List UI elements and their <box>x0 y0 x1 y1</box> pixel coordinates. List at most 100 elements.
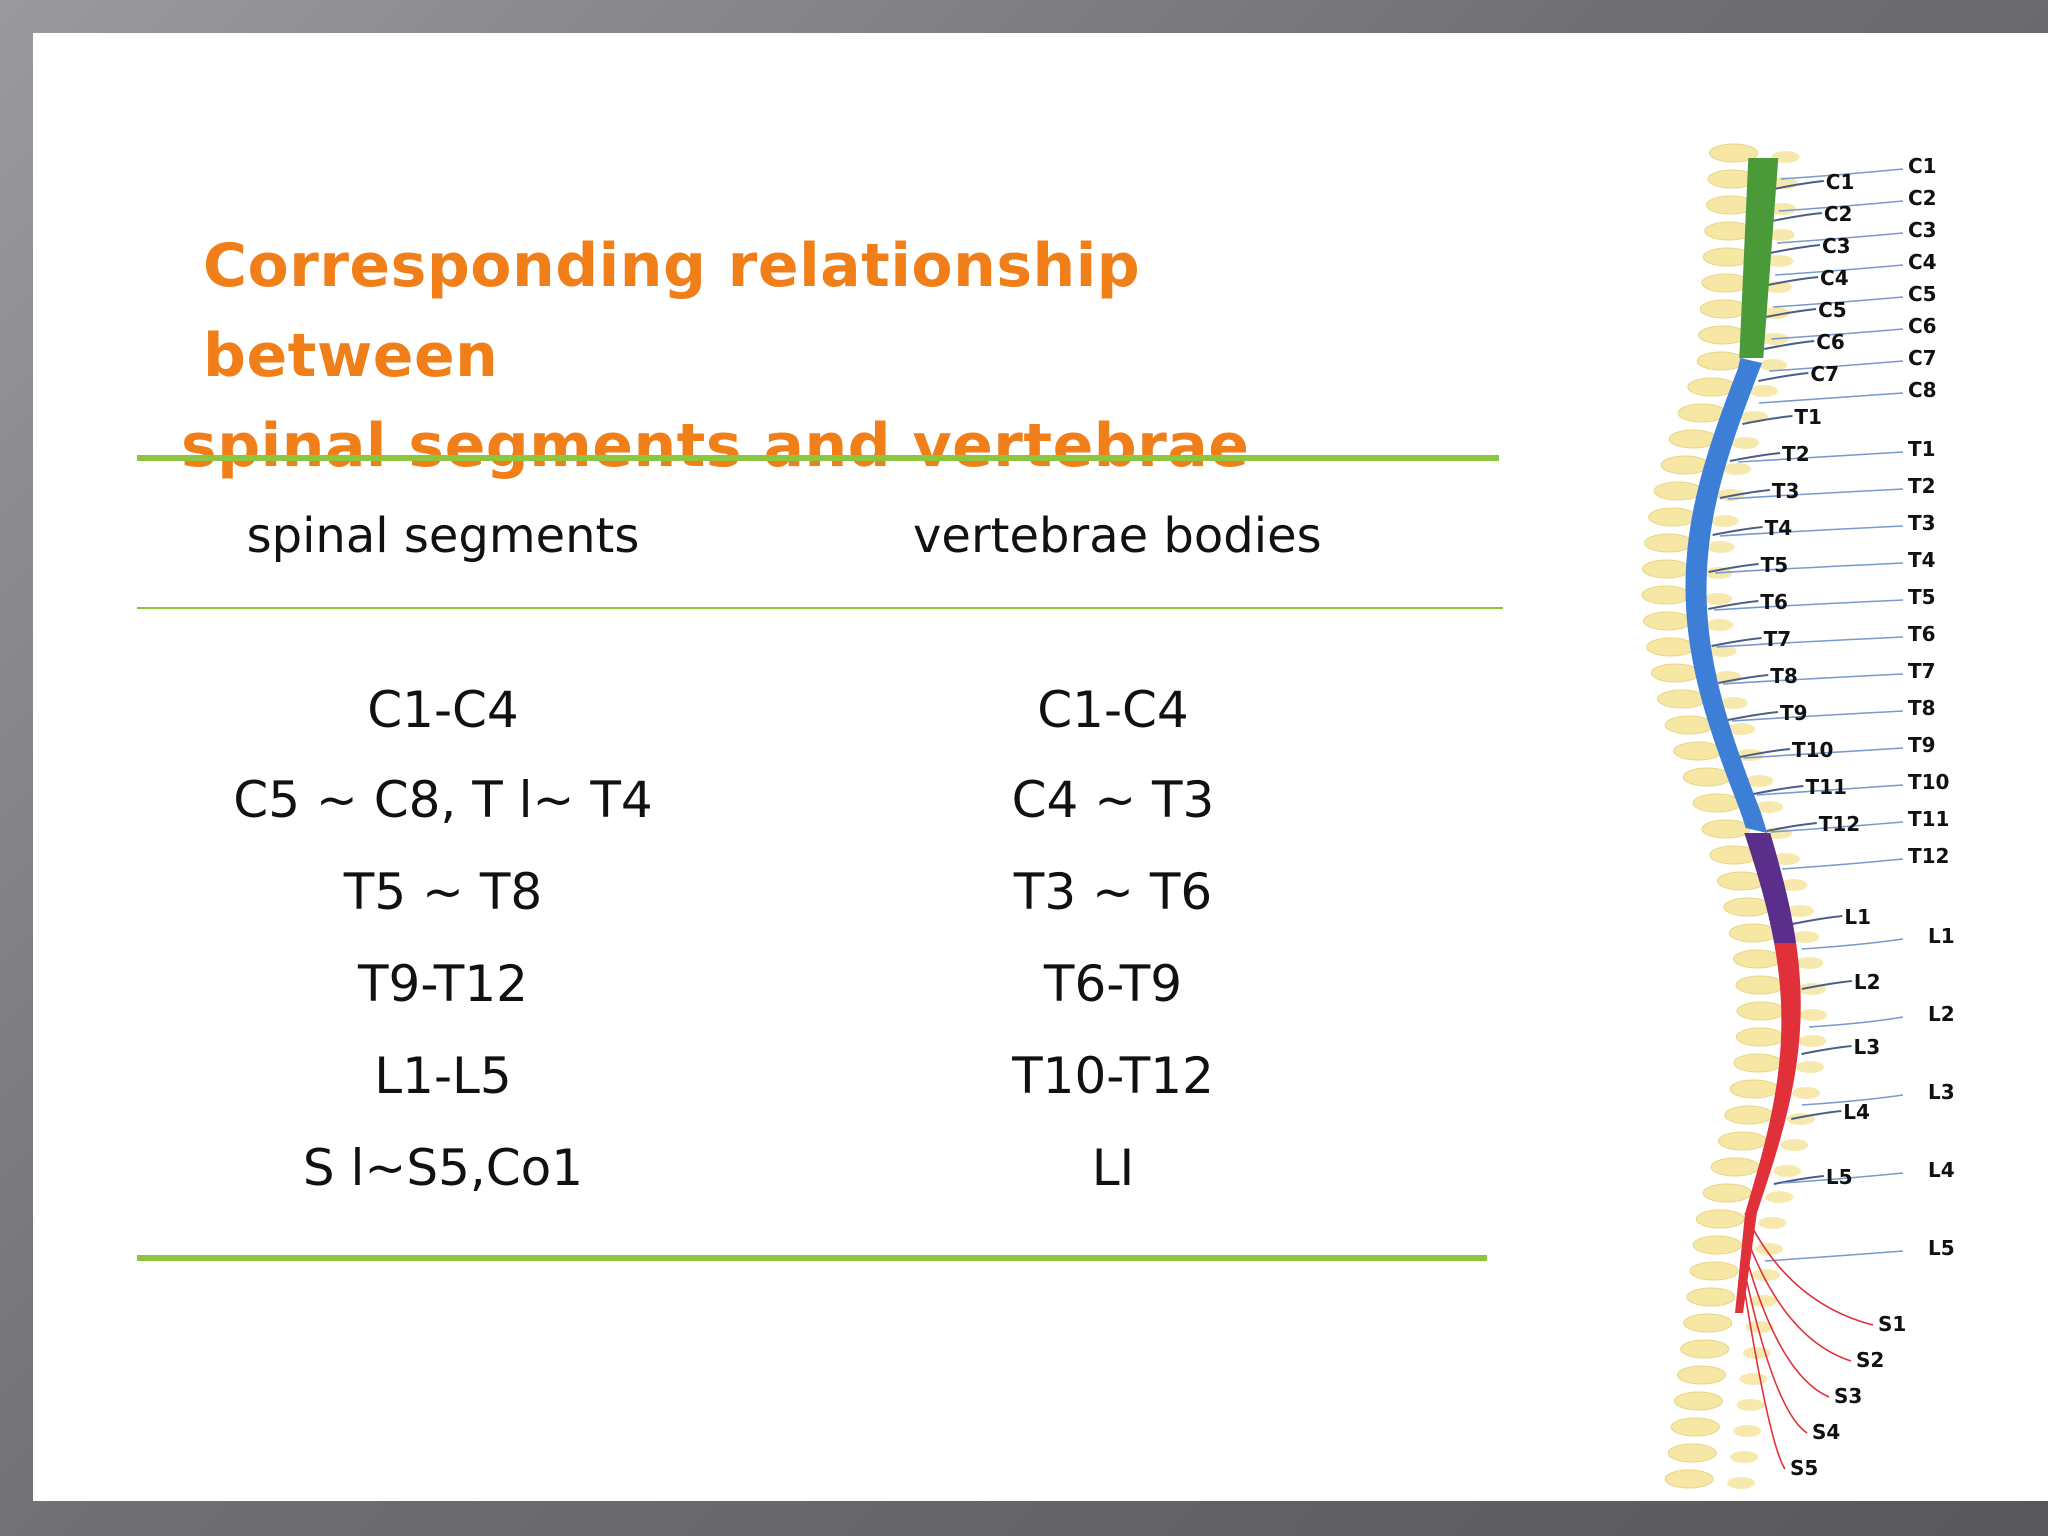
vertebra-process <box>1768 203 1797 215</box>
segment-labels: C1C2C3C4C5C6C7T1T2T3T4T5T6T7T8T9T10T11T1… <box>1760 154 1954 1480</box>
vertebra-process <box>1739 1373 1768 1385</box>
nerve-line <box>1738 451 1904 463</box>
inner-segment-label: C1 <box>1826 170 1855 194</box>
nerve-root-line <box>1753 785 1804 795</box>
nerve-line <box>1722 673 1904 685</box>
nerve-root-line <box>1766 822 1817 832</box>
vertebra-process <box>1795 1061 1824 1073</box>
sacral-nerve-line <box>1744 1232 1852 1362</box>
vertebra-shape <box>1733 1053 1783 1073</box>
outer-segment-label: S4 <box>1812 1420 1840 1444</box>
nerve-root-line <box>1801 1045 1852 1055</box>
vertebra-process <box>1733 1425 1762 1437</box>
title-line-2: spinal segments and vertebrae <box>181 411 1250 481</box>
vertebra-process <box>1719 697 1748 709</box>
inner-segment-label: T9 <box>1780 701 1808 725</box>
vertebra-process <box>1745 775 1774 787</box>
vertebra-shape <box>1692 793 1742 813</box>
vertebra-shape <box>1646 637 1696 657</box>
sacral-nerve-line <box>1744 1272 1808 1434</box>
nerve-line <box>1727 488 1904 500</box>
nerve-roots <box>1708 168 1904 1470</box>
inner-segment-label: T10 <box>1792 738 1833 762</box>
vertebra-shape <box>1689 1261 1739 1281</box>
nerve-line <box>1714 599 1904 611</box>
cervical-cord-segment <box>1739 158 1779 358</box>
outer-segment-label: T1 <box>1908 437 1936 461</box>
table-header-rule <box>137 607 1503 609</box>
vertebra-process <box>1736 1399 1765 1411</box>
nerve-root-line <box>1771 212 1822 222</box>
header-vertebrae-bodies: vertebrae bodies <box>913 508 1322 564</box>
outer-segment-label: C6 <box>1908 314 1937 338</box>
nerve-line <box>1775 264 1904 276</box>
vertebra-shape <box>1735 1027 1785 1047</box>
spinal-cord <box>1685 158 1801 1313</box>
outer-segment-label: C3 <box>1908 218 1937 242</box>
nerve-root-line <box>1791 1110 1842 1120</box>
vertebra-process <box>1758 1217 1787 1229</box>
outer-segment-label: C8 <box>1908 378 1937 402</box>
vertebra-shape <box>1664 715 1714 735</box>
vertebra-process <box>1798 1009 1827 1021</box>
vertebra-shape <box>1692 1235 1742 1255</box>
vertebra-shape <box>1710 1157 1760 1177</box>
vertebra-shape <box>1709 143 1759 163</box>
nerve-line <box>1715 562 1904 574</box>
inner-segment-label: L1 <box>1844 905 1871 929</box>
vertebra-process <box>1780 1139 1809 1151</box>
nerve-line <box>1781 858 1904 870</box>
inner-segment-label: T5 <box>1761 553 1789 577</box>
sacral-nerve-line <box>1744 1212 1874 1326</box>
vertebra-process <box>1785 905 1814 917</box>
nerve-line <box>1773 296 1904 308</box>
outer-segment-label: T11 <box>1908 807 1949 831</box>
vertebra-process <box>1792 1087 1821 1099</box>
vertebra-shape <box>1673 741 1723 761</box>
inner-segment-label: T11 <box>1805 775 1846 799</box>
nerve-root-line <box>1729 452 1781 462</box>
nerve-line <box>1770 821 1904 833</box>
outer-segment-label: S1 <box>1878 1312 1906 1336</box>
nerve-line <box>1716 636 1904 648</box>
nerve-root-line <box>1712 526 1763 536</box>
inner-segment-label: T3 <box>1772 479 1800 503</box>
inner-segment-label: L2 <box>1854 970 1881 994</box>
vertebra-process <box>1766 229 1795 241</box>
vertebra-shape <box>1650 663 1700 683</box>
inner-segment-label: L4 <box>1843 1100 1870 1124</box>
table-bottom-rule <box>137 1255 1487 1261</box>
nerve-line <box>1719 525 1904 537</box>
vertebra-process <box>1704 593 1733 605</box>
nerve-line <box>1801 938 1904 950</box>
vertebra-shape <box>1667 1443 1717 1463</box>
inner-segment-label: C3 <box>1822 234 1851 258</box>
thoracic-cord-segment <box>1685 358 1768 833</box>
inner-segment-label: C6 <box>1816 330 1845 354</box>
vertebra-shape <box>1728 923 1778 943</box>
outer-segment-label: C5 <box>1908 282 1937 306</box>
nerve-root-line <box>1758 372 1809 382</box>
vertebra-shape <box>1644 533 1694 553</box>
nerve-line <box>1764 1250 1904 1262</box>
outer-segment-label: C4 <box>1908 250 1937 274</box>
outer-segment-label: C7 <box>1908 346 1937 370</box>
sacral-nerve-line <box>1744 1252 1830 1398</box>
spinal-cord-diagram: C1C2C3C4C5C6C7T1T2T3T4T5T6T7T8T9T10T11T1… <box>1641 143 1955 1489</box>
vertebra-process <box>1705 619 1734 631</box>
inner-segment-label: C4 <box>1820 266 1849 290</box>
nerve-line <box>1731 710 1904 722</box>
outer-segment-label: L5 <box>1928 1236 1955 1260</box>
inner-segment-label: C5 <box>1818 298 1847 322</box>
nerve-root-line <box>1719 489 1770 499</box>
table-top-rule <box>137 455 1499 461</box>
outer-segment-label: T2 <box>1908 474 1936 498</box>
outer-segment-label: T7 <box>1908 659 1936 683</box>
inner-segment-label: T6 <box>1760 590 1788 614</box>
nerve-root-line <box>1718 674 1769 684</box>
outer-segment-label: T4 <box>1908 548 1936 572</box>
vertebra-process <box>1765 255 1794 267</box>
nerve-root-line <box>1711 637 1762 647</box>
nerve-root-line <box>1708 600 1759 610</box>
nerve-root-line <box>1742 415 1793 425</box>
